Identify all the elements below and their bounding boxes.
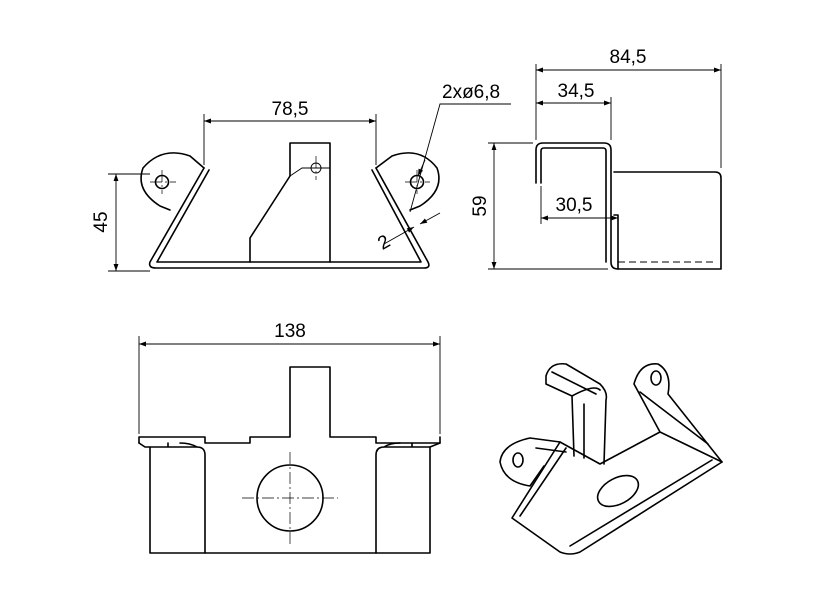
dim-78-5-label: 78,5	[272, 99, 309, 120]
dim-84-5-label: 84,5	[610, 47, 647, 68]
dim-2-label: 2	[374, 231, 394, 254]
iso-left-lug-hole	[512, 452, 524, 468]
front-tab-hole-centerline	[305, 156, 327, 180]
front-center-tab	[249, 142, 331, 263]
top-hole-centerline	[242, 452, 338, 546]
iso-left-lug	[499, 437, 561, 487]
iso-base-inner	[519, 447, 713, 547]
iso-right-lug	[633, 363, 723, 463]
front-left-hole-centerline	[150, 170, 176, 194]
dim-138-extension	[138, 336, 441, 434]
dim-hole-label: 2xø6,8	[442, 82, 500, 103]
iso-base-hole	[596, 474, 640, 508]
iso-tab-inner	[551, 371, 597, 459]
dim-84-5-extension	[535, 64, 722, 168]
isometric-view	[499, 362, 723, 555]
side-view-outline	[535, 142, 722, 270]
front-view-outline	[148, 167, 430, 269]
iso-base-plate	[511, 431, 723, 555]
front-view: 78,5 2xø6,8 2 45	[91, 82, 511, 272]
iso-right-lug-hole	[650, 370, 662, 386]
iso-left-lug-edge	[535, 447, 567, 453]
iso-vertical-tab	[545, 362, 608, 465]
dim-hole-arrow	[417, 159, 426, 177]
front-right-ear	[375, 152, 440, 211]
dim-hole-leader	[409, 103, 511, 213]
side-view: 84,5 34,5 59 30,5	[470, 47, 722, 270]
side-view-lower-flange	[613, 214, 619, 270]
dim-45-label: 45	[91, 211, 112, 232]
dim-2-line-b	[419, 212, 441, 225]
front-right-hole-centerline	[405, 170, 430, 194]
side-view-inner-outline	[540, 147, 607, 263]
top-left-flange	[149, 442, 206, 554]
dim-30-5-label: 30,5	[556, 195, 593, 216]
front-tab-edge	[289, 167, 330, 177]
dim-2-line	[383, 226, 415, 245]
dim-59-label: 59	[470, 195, 491, 216]
front-left-ear	[140, 152, 205, 211]
top-view-outline	[138, 366, 441, 444]
top-view: 138	[138, 321, 441, 554]
dim-34-5-label: 34,5	[558, 81, 595, 102]
front-view-inner-outline	[156, 169, 422, 263]
dim-138-label: 138	[274, 321, 306, 342]
top-right-flange	[375, 442, 431, 554]
iso-right-lug-edge	[639, 391, 709, 445]
